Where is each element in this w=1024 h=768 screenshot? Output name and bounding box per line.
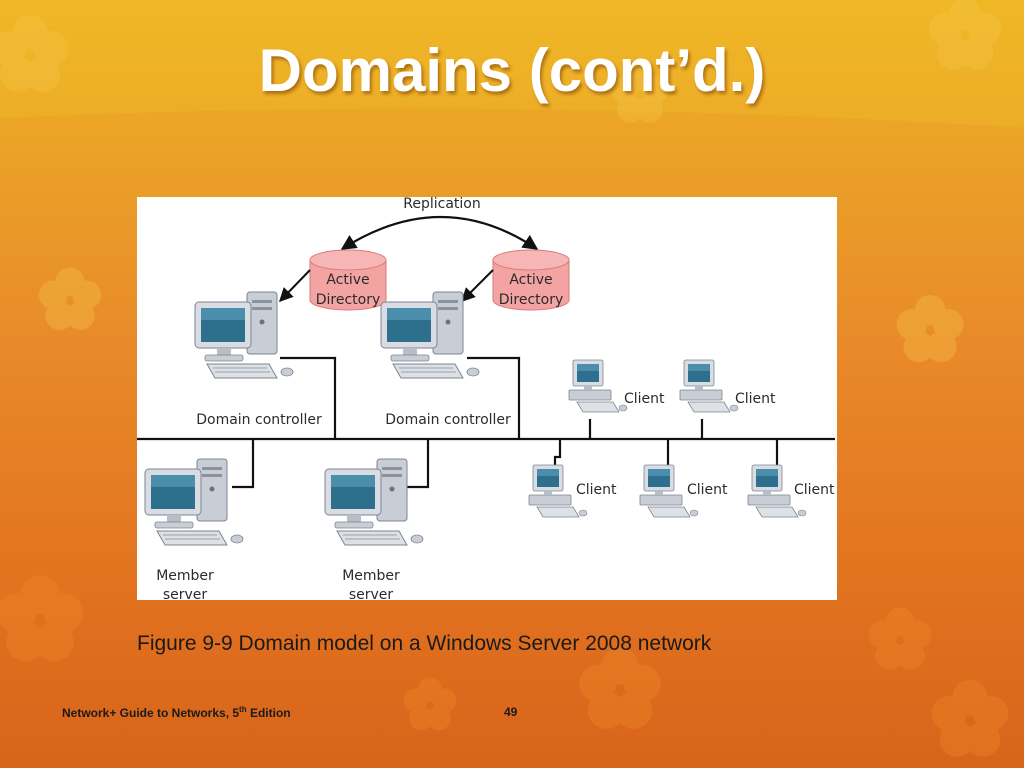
ad-left-line2: Directory [316,292,381,308]
ad-right-line1: Active [509,272,552,288]
slide-title: Domains (cont’d.) [258,37,766,104]
client-upper-1: Client [568,359,665,413]
page-number: 49 [504,705,518,719]
domain-controller-2: Domain controller [380,291,511,428]
client-lower-2: Client [639,464,728,518]
domain-model-figure: Replication Active Directory Active Dire… [137,197,837,600]
footer-superscript: th [239,705,247,714]
client-upper-2: Client [679,359,776,413]
member1-line1: Member [156,568,214,584]
client-upper-1-label: Client [624,391,665,407]
client-lower-1-label: Client [576,482,617,498]
client-lower-1: Client [528,464,617,518]
client-lower-3: Client [747,464,835,518]
replication-arrow [340,216,539,250]
domain-controller-1: Domain controller [194,291,322,428]
footer-text: Network+ Guide to Networks, 5 [62,706,240,720]
active-directory-right: Active Directory [492,249,570,311]
replication-label: Replication [403,197,480,212]
figure-caption: Figure 9-9 Domain model on a Windows Ser… [137,632,712,655]
ad-right-line2: Directory [499,292,564,308]
footer-book-title: Network+ Guide to Networks, 5th Edition [62,705,291,720]
ad-arrow-right [461,269,494,302]
member-server-1: Member server [144,458,244,600]
client-lower-3-label: Client [794,482,835,498]
domain-model-diagram: Replication Active Directory Active Dire… [137,197,835,600]
client-upper-2-label: Client [735,391,776,407]
active-directory-left: Active Directory [309,249,387,311]
member-server-2: Member server [324,458,424,600]
footer-text-end: Edition [246,706,291,720]
ad-arrow-left [279,269,311,303]
member1-line2: server [163,587,208,600]
client-lower-2-label: Client [687,482,728,498]
dc2-label: Domain controller [385,412,511,428]
member2-line2: server [349,587,394,600]
member2-line1: Member [342,568,400,584]
ad-left-line1: Active [326,272,369,288]
network-bus [137,356,835,489]
dc1-label: Domain controller [196,412,322,428]
